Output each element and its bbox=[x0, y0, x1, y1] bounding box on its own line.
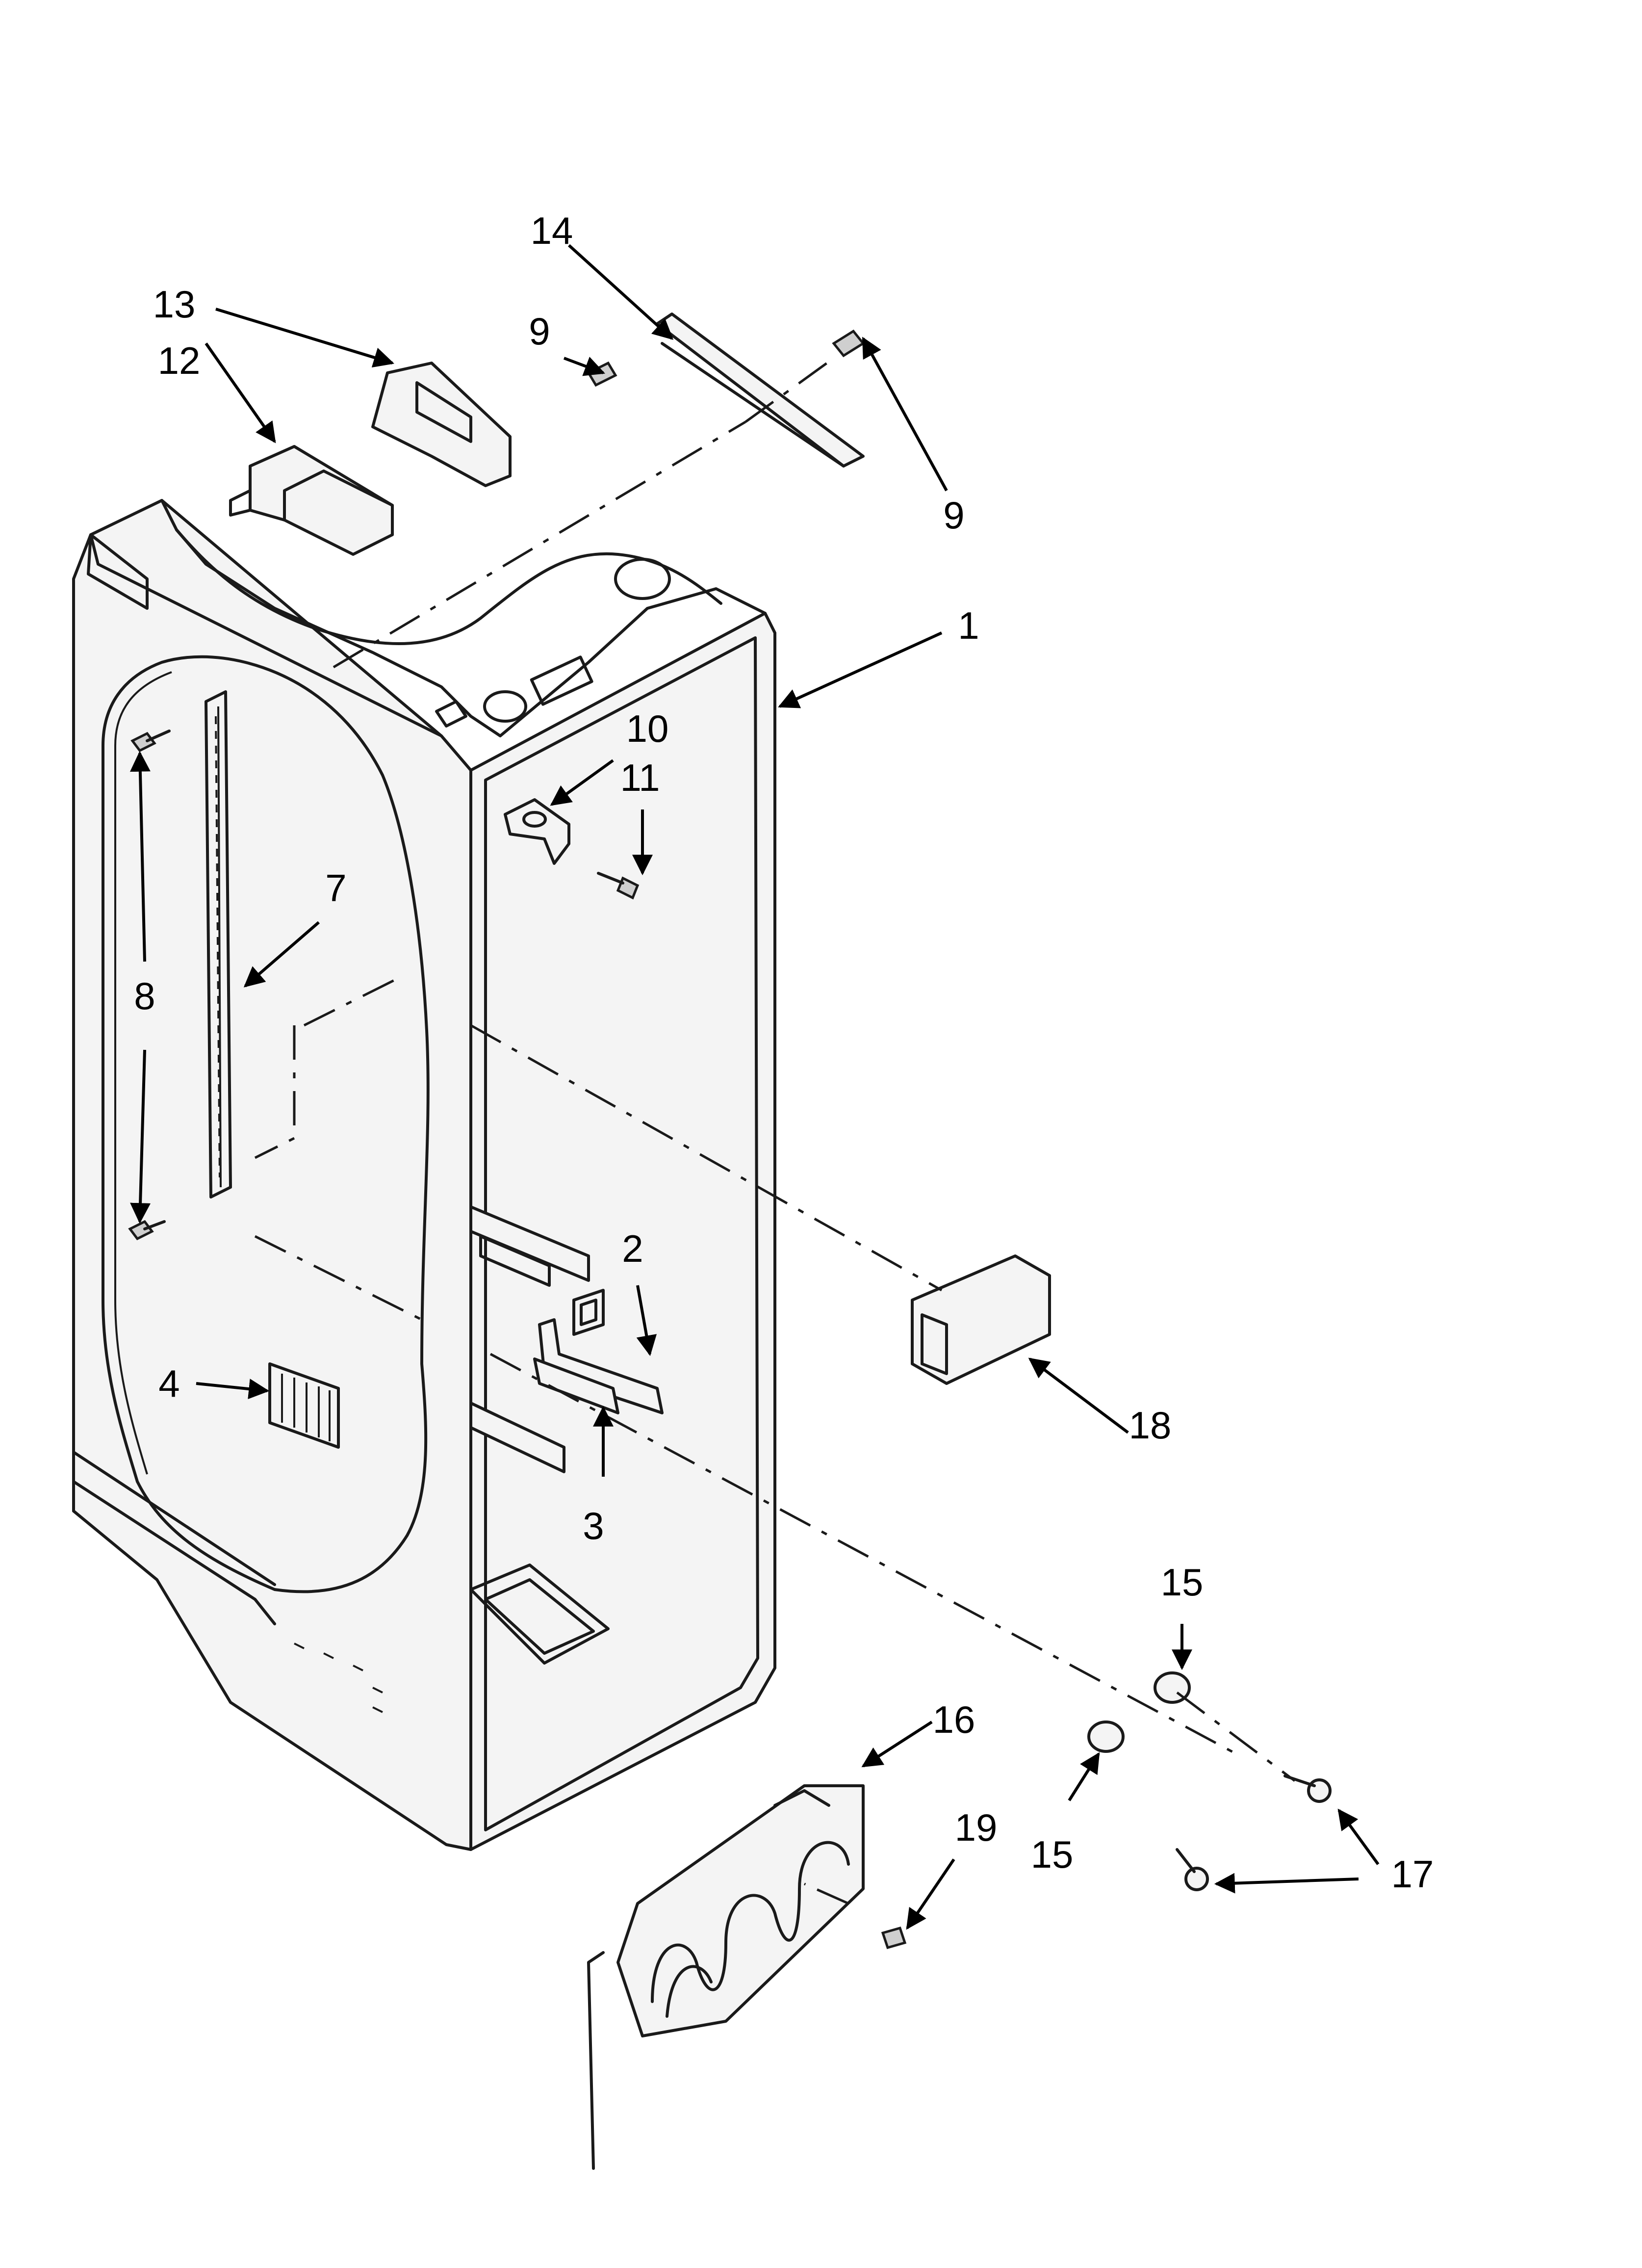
callout-15a: 15 bbox=[1161, 1561, 1204, 1604]
callout-8: 8 bbox=[134, 974, 155, 1017]
screw-8-top bbox=[130, 730, 171, 753]
callout-12: 12 bbox=[158, 339, 201, 382]
callout-15b: 15 bbox=[1031, 1833, 1074, 1876]
clip-15-lower bbox=[1087, 1721, 1125, 1753]
screw-8-bottom bbox=[128, 1220, 166, 1241]
plug-17-upper bbox=[1283, 1774, 1332, 1803]
screw-9-right bbox=[832, 329, 865, 358]
screw-9-left bbox=[587, 361, 617, 387]
bracket-parts-2-3 bbox=[533, 1289, 664, 1414]
callout-10: 10 bbox=[626, 707, 669, 750]
air-duct-18 bbox=[911, 1254, 1051, 1385]
callout-labels: 1 2 3 4 7 8 9 9 10 11 12 13 14 15 15 16 … bbox=[134, 209, 1434, 1896]
callout-14: 14 bbox=[531, 209, 573, 252]
shelf-rail bbox=[205, 690, 232, 1199]
alignment-lines bbox=[254, 357, 1296, 1905]
screw-19 bbox=[881, 1926, 907, 1950]
callout-7: 7 bbox=[325, 866, 346, 910]
callout-17: 17 bbox=[1391, 1852, 1434, 1896]
vent-grille bbox=[268, 1362, 340, 1449]
callout-1: 1 bbox=[958, 604, 979, 647]
callout-11: 11 bbox=[620, 756, 660, 799]
trim-strip-14 bbox=[656, 313, 865, 468]
callout-4: 4 bbox=[158, 1362, 180, 1405]
control-housing-12 bbox=[229, 445, 394, 556]
callout-2: 2 bbox=[622, 1227, 643, 1270]
leader-lines bbox=[129, 244, 1380, 1930]
screw-11 bbox=[597, 872, 640, 900]
callout-9a: 9 bbox=[529, 310, 550, 353]
callout-13: 13 bbox=[153, 283, 196, 326]
bracket-10 bbox=[504, 798, 570, 865]
cabinet-liner bbox=[72, 499, 776, 1851]
callout-16: 16 bbox=[933, 1698, 975, 1741]
cover-13 bbox=[371, 362, 512, 487]
plug-17-lower bbox=[1176, 1848, 1209, 1891]
callout-3: 3 bbox=[583, 1504, 604, 1547]
callout-18: 18 bbox=[1129, 1404, 1172, 1447]
callout-19: 19 bbox=[955, 1806, 998, 1849]
evaporator-coil-16 bbox=[587, 1784, 865, 2170]
callout-9b: 9 bbox=[943, 494, 964, 537]
shelf-supports bbox=[469, 1205, 590, 1473]
